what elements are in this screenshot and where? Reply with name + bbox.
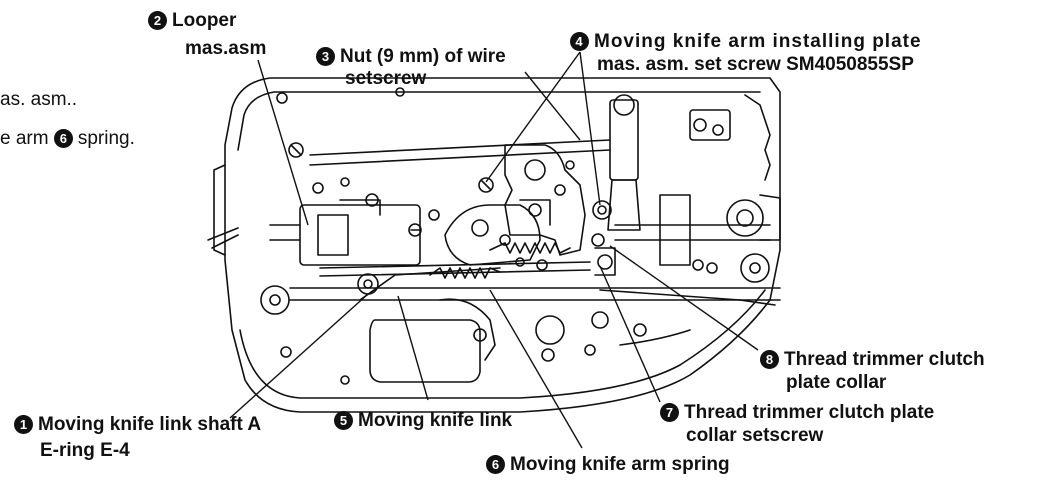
callout-4-line2: mas. asm. set screw SM4050855SP <box>597 54 914 75</box>
callout-7-line2: collar setscrew <box>686 425 824 446</box>
number-badge-2: 2 <box>148 11 167 30</box>
number-badge-6b: 6 <box>486 455 505 474</box>
number-badge-5: 5 <box>334 411 353 430</box>
callout-8-line2: plate collar <box>786 372 887 393</box>
number-badge-7: 7 <box>660 403 679 422</box>
number-badge-3: 3 <box>316 47 335 66</box>
number-badge-1: 1 <box>14 415 33 434</box>
number-badge-6: 6 <box>53 129 73 148</box>
cropped-left-text-line1: as. asm.. <box>0 89 78 110</box>
callout-2-line2: mas.asm <box>185 38 267 59</box>
callout-1-line2: E-ring E-4 <box>40 440 130 461</box>
callout-3-line2: setscrew <box>345 68 427 89</box>
number-badge-8: 8 <box>760 350 779 369</box>
number-badge-4: 4 <box>570 32 589 51</box>
